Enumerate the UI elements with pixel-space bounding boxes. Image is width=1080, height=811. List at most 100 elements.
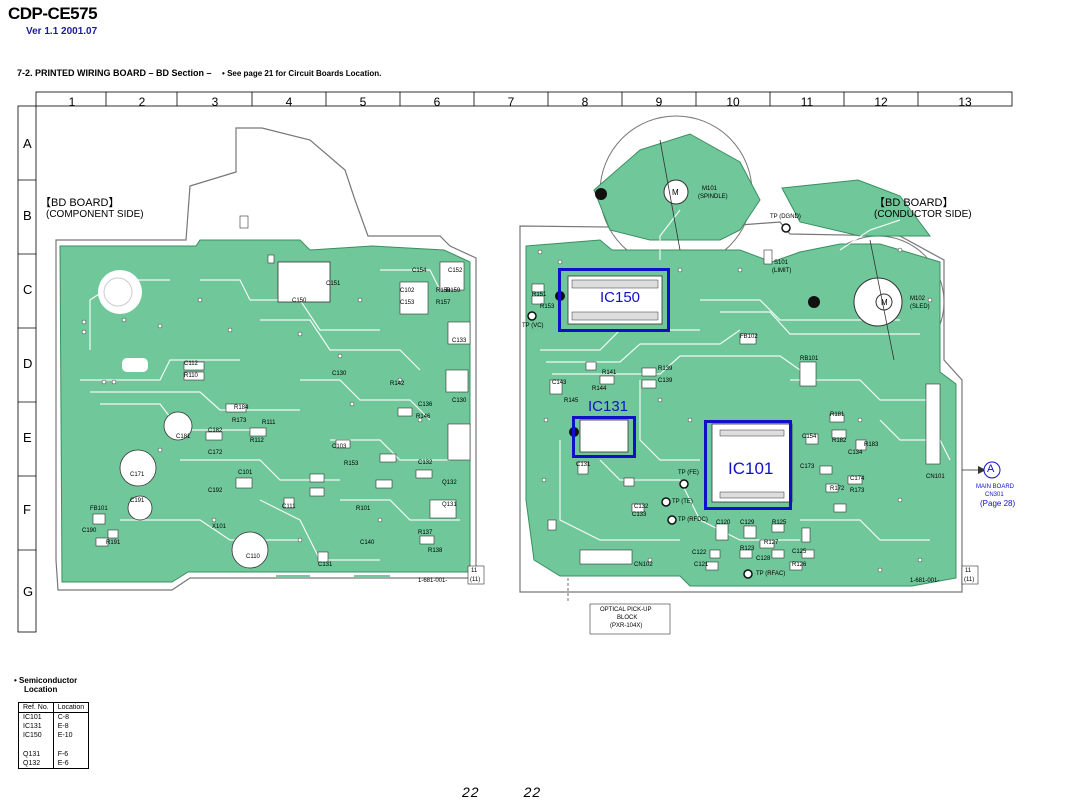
label-q131: Q131 — [442, 502, 457, 508]
s101-label: S101 — [774, 260, 789, 266]
col-4: 4 — [285, 95, 293, 109]
label-c174: C174 — [850, 476, 865, 482]
table-row: IC101 C-8 — [18, 712, 90, 722]
ic131-label: IC131 — [588, 398, 629, 415]
label-r184: R184 — [234, 405, 249, 411]
table-cell: C-8 — [52, 712, 90, 722]
label-c132: C132 — [418, 460, 433, 466]
label-c120: C120 — [716, 520, 731, 526]
label-c134: C134 — [848, 450, 863, 456]
ic150-label: IC150 — [600, 289, 641, 306]
table-header: Location — [52, 702, 90, 713]
label-c112: C112 — [184, 361, 198, 367]
table-cell: IC131 — [18, 722, 54, 731]
col-5: 5 — [359, 95, 367, 109]
label-c151: C151 — [326, 281, 341, 287]
label-r153: R153 — [344, 461, 359, 467]
section-title: 7-2. PRINTED WIRING BOARD – BD Section –… — [17, 68, 381, 78]
s101-sub: (LIMIT) — [772, 268, 792, 274]
m102-sub: (SLED) — [910, 304, 930, 310]
ic101-label: IC101 — [728, 459, 774, 478]
label-c150: C150 — [292, 298, 307, 304]
table-cell: E-6 — [52, 759, 90, 769]
label-r182: R182 — [832, 438, 847, 444]
label-c132: C132 — [634, 504, 649, 510]
table-row: Q132 E-6 — [18, 759, 90, 769]
m101-label: M101 — [702, 186, 718, 192]
table-cell — [18, 740, 54, 750]
label-c172: C172 — [208, 450, 223, 456]
table-row: IC131 E-8 — [18, 722, 90, 731]
cn101-label: CN101 — [926, 474, 945, 480]
label-c128: C128 — [756, 556, 771, 562]
col-2: 2 — [138, 95, 146, 109]
ic150-highlight — [558, 268, 670, 332]
pickup-line2: BLOCK — [617, 615, 638, 621]
table-row: IC150 E-10 — [18, 731, 90, 740]
label-c181: C181 — [176, 434, 191, 440]
col-10: 10 — [726, 95, 740, 109]
table-row: Q131 F-6 — [18, 750, 90, 759]
label-r126: R126 — [792, 562, 807, 568]
col-7: 7 — [507, 95, 515, 109]
label-c154: C154 — [802, 434, 817, 440]
cn102-label: CN102 — [634, 562, 653, 568]
label-c139: C139 — [658, 378, 673, 384]
semiconductor-table: Ref. No. Location IC101 C-8 IC131 E-8 IC… — [18, 702, 90, 769]
row-d: D — [23, 356, 33, 371]
semiconductor-title-line1: • Semiconductor — [14, 676, 78, 685]
tp-rfac: TP (RFAC) — [756, 571, 786, 577]
table-header: Ref. No. — [18, 702, 54, 713]
label-c143: C143 — [552, 380, 567, 386]
tp-te: TP (TE) — [672, 499, 693, 505]
label-r144: R144 — [592, 386, 607, 392]
table-cell: Q131 — [18, 750, 54, 759]
label-r157: R157 — [436, 300, 451, 306]
label-x101: X101 — [212, 524, 227, 530]
label-r137: R137 — [418, 530, 433, 536]
label-r183: R183 — [864, 442, 879, 448]
row-a: A — [23, 136, 32, 151]
label-c101: C101 — [238, 470, 253, 476]
col-12: 12 — [874, 95, 888, 109]
label-c111: C111 — [282, 504, 296, 510]
table-cell — [52, 740, 90, 750]
label-c130b: C130 — [452, 398, 467, 404]
label-r172: R172 — [830, 486, 845, 492]
label-c130a: C130 — [332, 371, 347, 377]
label-r139: R139 — [658, 366, 673, 372]
table-cell: F-6 — [52, 750, 90, 759]
version-label: Ver 1.1 2001.07 — [26, 26, 98, 37]
label-r191: R191 — [106, 540, 121, 546]
right-rev-box2: (11) — [964, 577, 975, 583]
label-r181: R181 — [830, 412, 845, 418]
connection-letter: A — [987, 463, 995, 475]
right-part-no: 1-681-001- — [910, 578, 940, 584]
label-c140: C140 — [360, 540, 375, 546]
pickup-line3: (PXR-104X) — [610, 623, 643, 629]
col-6: 6 — [433, 95, 441, 109]
connection-line3: (Page 28) — [980, 499, 1016, 508]
pickup-line1: OPTICAL PICK-UP — [600, 607, 652, 613]
ic101-highlight — [704, 420, 792, 510]
label-r125: R125 — [772, 520, 787, 526]
tp-vc: TP (VC) — [522, 323, 544, 329]
label-c103: C103 — [332, 444, 347, 450]
row-f: F — [23, 502, 31, 517]
label-c136: C136 — [418, 402, 433, 408]
label-r145: R145 — [564, 398, 579, 404]
connection-line2: CN301 — [985, 492, 1004, 498]
semiconductor-title: • Semiconductor Location — [14, 676, 77, 694]
spindle-motor-symbol: M — [672, 188, 679, 197]
tp-rfdc: TP (RFDC) — [678, 517, 708, 523]
label-c182: C182 — [208, 428, 223, 434]
label-c102: C102 — [400, 288, 415, 294]
label-c121: C121 — [694, 562, 709, 568]
label-c153: C153 — [400, 300, 415, 306]
table-cell: IC150 — [18, 731, 54, 740]
col-1: 1 — [68, 95, 76, 109]
